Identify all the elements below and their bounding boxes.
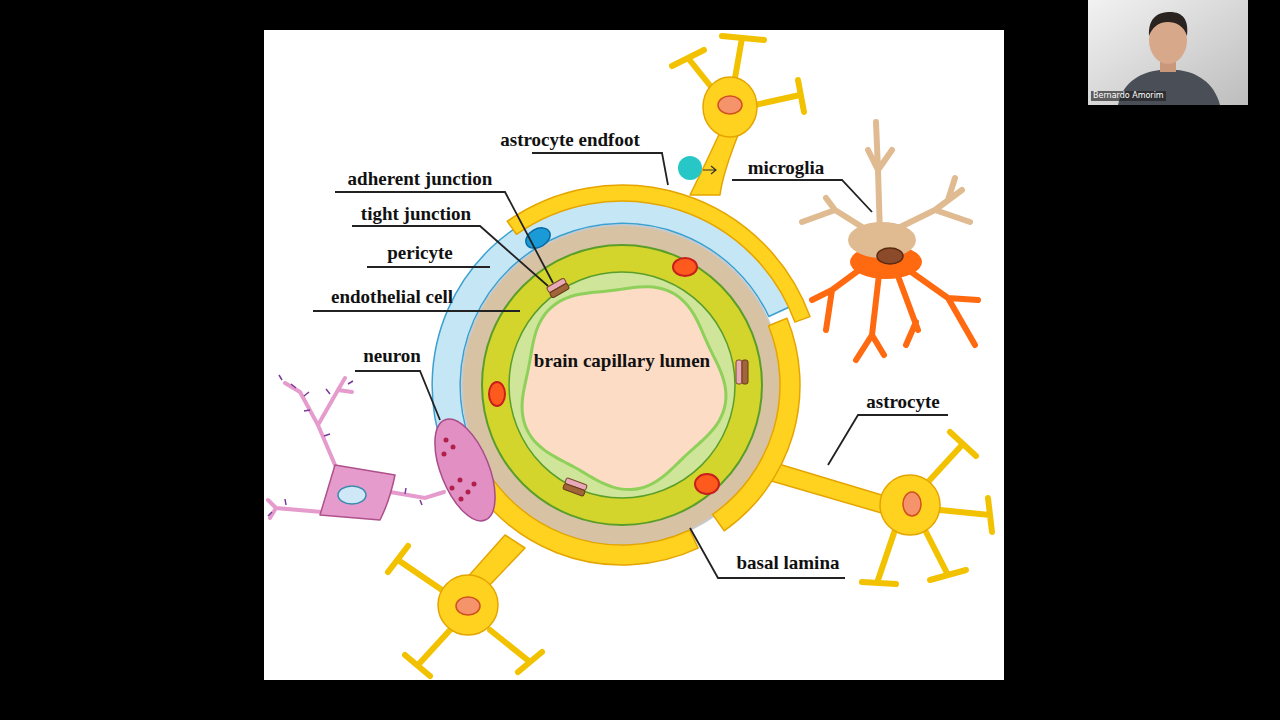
astrocyte-endfoot-shape (713, 318, 800, 531)
vesicle (451, 445, 456, 450)
part-label: basal lamina (737, 552, 840, 574)
leader-line (828, 415, 948, 465)
leader-line (335, 192, 553, 283)
part-label: tight junction (361, 203, 471, 225)
presenter-name: Bernardo Amorim (1091, 91, 1166, 101)
slide-background (264, 30, 1004, 680)
endothelial-inner-rim (509, 272, 735, 498)
vesicle (458, 478, 463, 483)
part-label: adherent junction (348, 168, 493, 190)
astrocyte-endfeet (438, 77, 940, 635)
leader-line (355, 371, 440, 420)
astrocyte-body (703, 77, 757, 137)
leader-lines (313, 153, 948, 578)
synaptic-vesicles (442, 438, 477, 502)
astrocyte-nucleus (903, 492, 921, 516)
leader-line (367, 266, 490, 268)
neuron-dendrite (268, 378, 444, 518)
vesicle (472, 482, 477, 487)
leader-line (532, 153, 668, 185)
leader-line (313, 310, 520, 312)
vesicle (444, 438, 449, 443)
astrocyte-nucleus (456, 597, 480, 615)
pointer-dot (678, 156, 702, 180)
adherent-junction-mark (549, 283, 569, 298)
astrocyte-body (880, 475, 940, 535)
part-label: endothelial cell (331, 286, 453, 308)
microglia-upper-branch (802, 122, 970, 235)
endothelial-nucleus (673, 258, 697, 276)
person-hair (1149, 12, 1187, 36)
endothelial-nucleus (695, 474, 719, 494)
endothelial-nucleus (489, 382, 505, 406)
mouse-cursor (703, 166, 716, 174)
neuron-soma (320, 465, 395, 520)
webcam-background (1088, 0, 1248, 105)
tight-junction-mark (736, 360, 742, 384)
leader-line (732, 180, 872, 212)
axon-terminal (423, 411, 508, 529)
astrocyte-processes (388, 36, 992, 676)
microglia-nucleus (877, 248, 903, 264)
part-label: astrocyte endfoot (500, 129, 639, 151)
vesicle (450, 486, 455, 491)
neuron-spine (268, 375, 422, 516)
webcam-frame-shape (1088, 0, 1248, 105)
astrocyte-stem (768, 462, 885, 514)
adherent-junction-mark (742, 360, 748, 384)
lumen-outline (522, 287, 726, 490)
astrocyte-body (438, 575, 498, 635)
vesicle (466, 490, 471, 495)
junction-pair (546, 278, 569, 298)
part-label: microglia (748, 157, 825, 179)
vesicle (459, 497, 464, 502)
astrocyte-process (862, 432, 992, 584)
leader-line (352, 226, 548, 286)
webcam-frame: Bernardo Amorim (1088, 0, 1248, 105)
lumen-label: brain capillary lumen (512, 350, 732, 372)
capillary-lumen: brain capillary lumen (512, 275, 732, 495)
leader-line (690, 528, 845, 578)
vesicle (442, 452, 447, 457)
astrocyte-nuclei (456, 96, 921, 615)
microglia-cell (802, 122, 978, 360)
junction-pair (736, 360, 748, 384)
capillary-lumen-shape (512, 275, 732, 495)
junction-pair (563, 478, 588, 497)
astrocyte-process (388, 546, 542, 676)
part-label: pericyte (387, 242, 452, 264)
part-label: neuron (363, 345, 421, 367)
adherent-junction-mark (563, 483, 586, 496)
endothelial-ring (482, 245, 762, 525)
neuron-cell (268, 375, 507, 529)
neuron-nucleus (338, 486, 366, 504)
astrocyte-nucleus (718, 96, 742, 114)
part-label: astrocyte (866, 391, 940, 413)
